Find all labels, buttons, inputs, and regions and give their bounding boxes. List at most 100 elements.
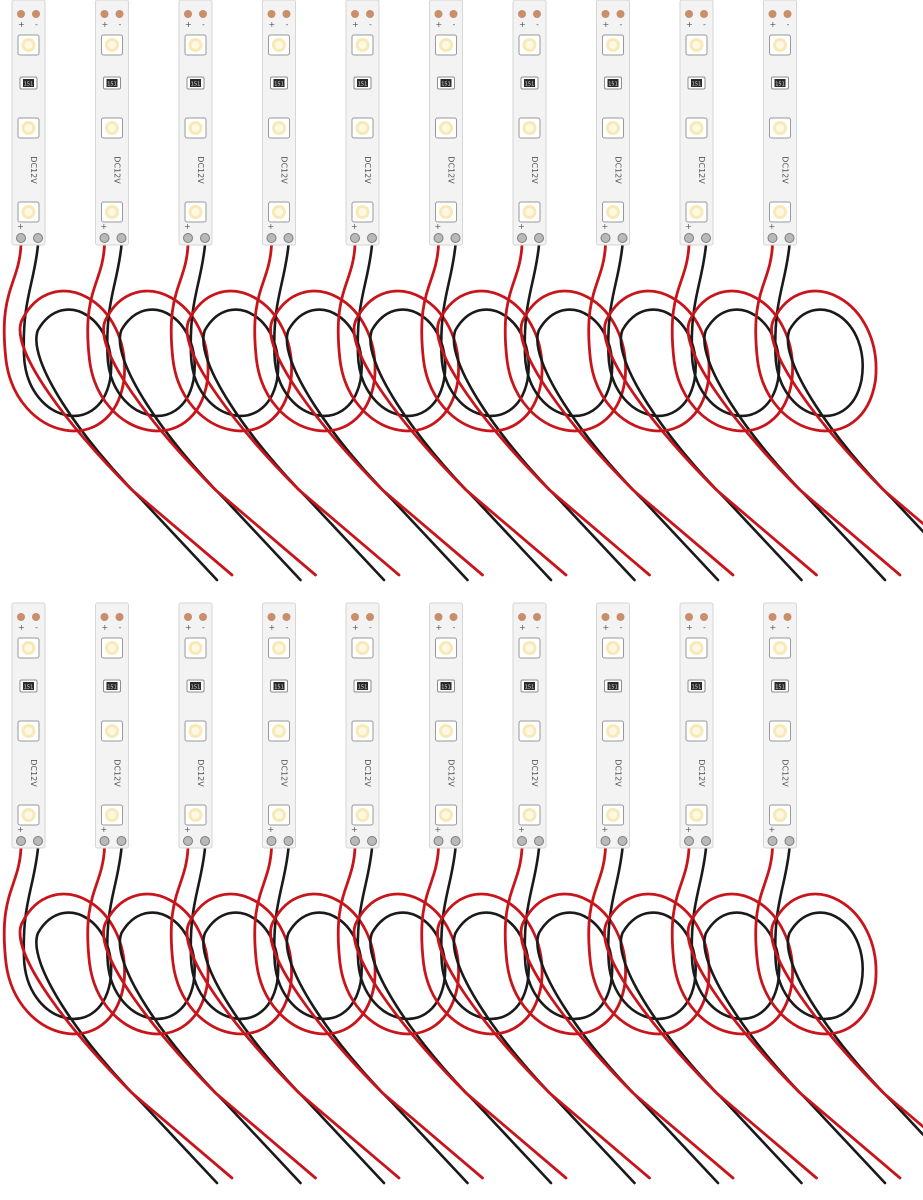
plus-marking: +: [185, 623, 192, 632]
solder-joint: [433, 836, 444, 846]
plus-marking: +: [435, 222, 442, 231]
plus-marking: +: [770, 20, 777, 29]
solder-pad: [449, 10, 458, 18]
resistor-label: 151: [775, 685, 785, 691]
minus-marking: -: [369, 20, 372, 29]
red-wire: [587, 243, 818, 577]
solder-joint: [283, 233, 294, 243]
solder-joint: [350, 233, 360, 243]
resistor-label: 151: [274, 685, 284, 691]
minus-marking: -: [703, 623, 706, 632]
resistor: [524, 682, 535, 690]
solder-joint: [684, 233, 694, 243]
solder-joint: [350, 836, 360, 846]
resistor-label: 151: [24, 82, 34, 88]
black-wire: [690, 243, 887, 582]
solder-pad: [366, 613, 374, 621]
led-core: [609, 644, 617, 652]
resistor: [106, 682, 118, 690]
plus-marking: +: [435, 825, 442, 834]
plus-marking: +: [436, 20, 443, 29]
solder-joint: [784, 836, 795, 846]
plus-marking: +: [352, 623, 359, 632]
voltage-marking: DC12V: [447, 759, 456, 787]
led-core: [692, 41, 701, 49]
led-core: [24, 208, 33, 216]
red-wire: [754, 846, 923, 1129]
black-wire: [606, 243, 803, 582]
black-wire: [606, 846, 803, 1185]
plus-marking: +: [518, 825, 525, 834]
led-core: [525, 727, 534, 735]
led-core: [692, 644, 701, 652]
solder-joint: [283, 836, 294, 846]
minus-marking: -: [369, 623, 372, 632]
minus-marking: -: [119, 20, 122, 29]
led-core: [525, 41, 534, 49]
led-core: [275, 727, 283, 735]
plus-marking: +: [770, 623, 777, 632]
led-core: [776, 644, 784, 652]
solder-joint: [534, 233, 544, 243]
red-wire: [86, 846, 317, 1180]
minus-marking: -: [536, 623, 539, 632]
led-core: [108, 644, 116, 652]
led-core: [358, 644, 367, 652]
minus-marking: -: [35, 20, 38, 29]
voltage-marking: DC12V: [29, 156, 38, 184]
resistor-label: 151: [274, 82, 284, 88]
solder-joint: [116, 233, 127, 243]
solder-pad: [32, 10, 40, 18]
solder-joint: [367, 233, 377, 243]
resistor: [440, 79, 452, 87]
solder-pad: [616, 613, 625, 621]
resistor: [691, 682, 702, 690]
led-core: [442, 811, 450, 819]
solder-joint: [16, 836, 26, 846]
resistor-label: 151: [107, 82, 117, 88]
plus-marking: +: [185, 20, 192, 29]
resistor: [440, 682, 452, 690]
led-core: [776, 124, 784, 132]
solder-joint: [367, 836, 377, 846]
black-wire: [22, 846, 219, 1185]
solder-joint: [116, 836, 127, 846]
minus-marking: -: [453, 623, 456, 632]
led-core: [776, 811, 784, 819]
led-core: [609, 811, 617, 819]
red-wire: [253, 243, 484, 577]
led-core: [358, 727, 367, 735]
resistor-label: 151: [692, 82, 702, 88]
red-wire: [420, 243, 651, 577]
minus-marking: -: [620, 20, 623, 29]
voltage-marking: DC12V: [781, 156, 790, 184]
led-core: [24, 644, 33, 652]
led-core: [525, 208, 534, 216]
red-wire: [420, 846, 651, 1180]
led-core: [442, 644, 450, 652]
solder-joint: [16, 233, 26, 243]
solder-joint: [450, 836, 461, 846]
black-wire: [523, 243, 720, 582]
solder-joint: [767, 836, 778, 846]
led-core: [24, 811, 33, 819]
voltage-marking: DC12V: [447, 156, 456, 184]
led-core: [442, 124, 450, 132]
plus-marking: +: [351, 825, 358, 834]
resistor: [190, 682, 201, 690]
black-wire: [105, 243, 302, 582]
led-core: [692, 811, 701, 819]
